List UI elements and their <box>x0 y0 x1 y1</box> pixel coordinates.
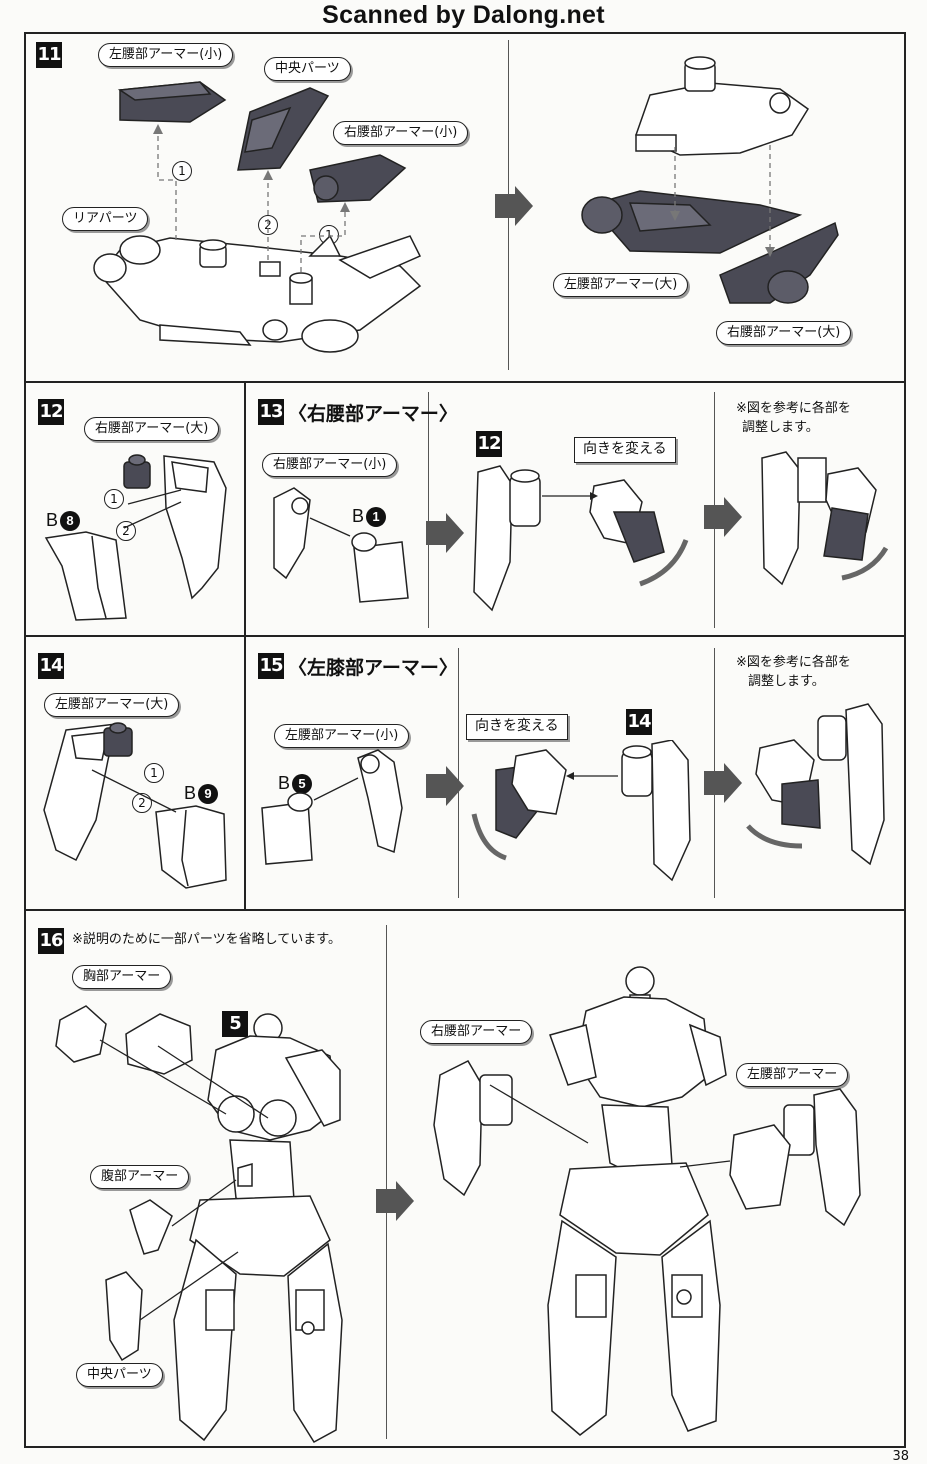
label-left-waist-armor-large: 左腰部アーマー(大) <box>553 273 689 297</box>
step13-result-illustration <box>761 451 889 586</box>
label-center-parts: 中央パーツ <box>76 1363 163 1387</box>
page-number: 38 <box>892 1449 909 1464</box>
order-marker: 1 <box>104 489 124 509</box>
part-ref-number: 5 <box>292 774 313 795</box>
step-flow-arrow <box>495 186 533 226</box>
sub-divider <box>428 392 429 628</box>
step-flow-arrow <box>376 1181 414 1221</box>
label-right-waist-armor-large: 右腰部アーマー(大) <box>84 417 220 441</box>
label-right-waist-armor-small: 右腰部アーマー(小) <box>333 121 469 145</box>
step11-waist-large-illustration <box>581 56 839 304</box>
part-ref-number: 8 <box>60 511 81 532</box>
order-marker: 2 <box>258 215 278 235</box>
step-number-15: 15 <box>258 653 284 679</box>
label-left-waist-armor: 左腰部アーマー <box>736 1063 849 1087</box>
step15-rotate-illustration <box>471 740 691 882</box>
step-number-16: 16 <box>38 928 64 954</box>
step16-result-figure-illustration <box>433 966 861 1436</box>
label-left-waist-armor-small: 左腰部アーマー(小) <box>274 724 410 748</box>
sub-step-ref-12: 12 <box>476 431 502 457</box>
note-line: 調整します。 <box>742 420 819 435</box>
sub-step-ref-5: 5 <box>222 1011 248 1037</box>
label-right-waist-armor-small: 右腰部アーマー(小) <box>262 453 398 477</box>
row-divider <box>24 381 906 383</box>
step-title: 〈右腰部アーマー〉 <box>288 403 458 425</box>
sub-step-ref-14: 14 <box>626 709 652 735</box>
order-marker: 2 <box>116 521 136 541</box>
step15-result-illustration <box>746 703 885 866</box>
omission-note: ※説明のために一部パーツを省略しています。 <box>72 932 341 947</box>
step-number-14: 14 <box>38 653 64 679</box>
label-rear-parts: リアパーツ <box>62 207 149 231</box>
step-number-12: 12 <box>38 399 64 425</box>
label-change-direction: 向きを変える <box>574 437 676 463</box>
label-left-waist-armor-small: 左腰部アーマー(小) <box>98 43 234 67</box>
order-marker: 1 <box>172 161 192 181</box>
sub-divider <box>386 925 387 1439</box>
step13-rotate-illustration <box>473 465 689 612</box>
label-chest-armor: 胸部アーマー <box>72 965 172 989</box>
part-ref-number: 1 <box>366 507 387 528</box>
step15-part-illustration <box>261 749 403 865</box>
adjust-note: ※図を参考に各部を調整します。 <box>736 399 851 437</box>
part-ref-letter: B <box>184 783 197 803</box>
step14-illustration <box>43 722 227 889</box>
part-ref-letter: B <box>278 773 291 793</box>
row-divider <box>24 909 906 911</box>
note-line: 調整します。 <box>748 674 825 689</box>
label-change-direction: 向きを変える <box>466 714 568 740</box>
step-flow-arrow <box>426 766 464 806</box>
order-marker: 1 <box>144 763 164 783</box>
part-ref-letter: B <box>46 510 59 530</box>
part-ref-number: 9 <box>198 784 219 805</box>
note-line: ※図を参考に各部を <box>736 401 851 416</box>
note-line: ※図を参考に各部を <box>736 655 851 670</box>
step-flow-arrow <box>704 763 742 803</box>
step13-part-illustration <box>273 487 409 603</box>
label-right-waist-armor: 右腰部アーマー <box>420 1020 533 1044</box>
step-flow-arrow <box>704 497 742 537</box>
step-flow-arrow <box>426 513 464 553</box>
sub-divider <box>458 648 459 898</box>
part-ref-letter: B <box>352 506 365 526</box>
step11-rear-assembly-illustration <box>93 81 422 353</box>
instruction-frame <box>24 32 906 1448</box>
step-number-11: 11 <box>36 42 62 68</box>
step16-figure-illustration <box>55 1005 343 1443</box>
step-title: 〈左膝部アーマー〉 <box>288 657 458 679</box>
column-divider <box>244 381 246 909</box>
label-right-waist-armor-large: 右腰部アーマー(大) <box>716 321 852 345</box>
label-center-parts: 中央パーツ <box>264 57 351 81</box>
adjust-note: ※図を参考に各部を調整します。 <box>736 653 851 691</box>
label-abdomen-armor: 腹部アーマー <box>90 1165 190 1189</box>
row-divider <box>24 635 906 637</box>
step12-illustration <box>44 454 227 621</box>
label-left-waist-armor-large: 左腰部アーマー(大) <box>44 693 180 717</box>
step-number-13: 13 <box>258 399 284 425</box>
scan-credit: Scanned by Dalong.net <box>322 1 605 29</box>
